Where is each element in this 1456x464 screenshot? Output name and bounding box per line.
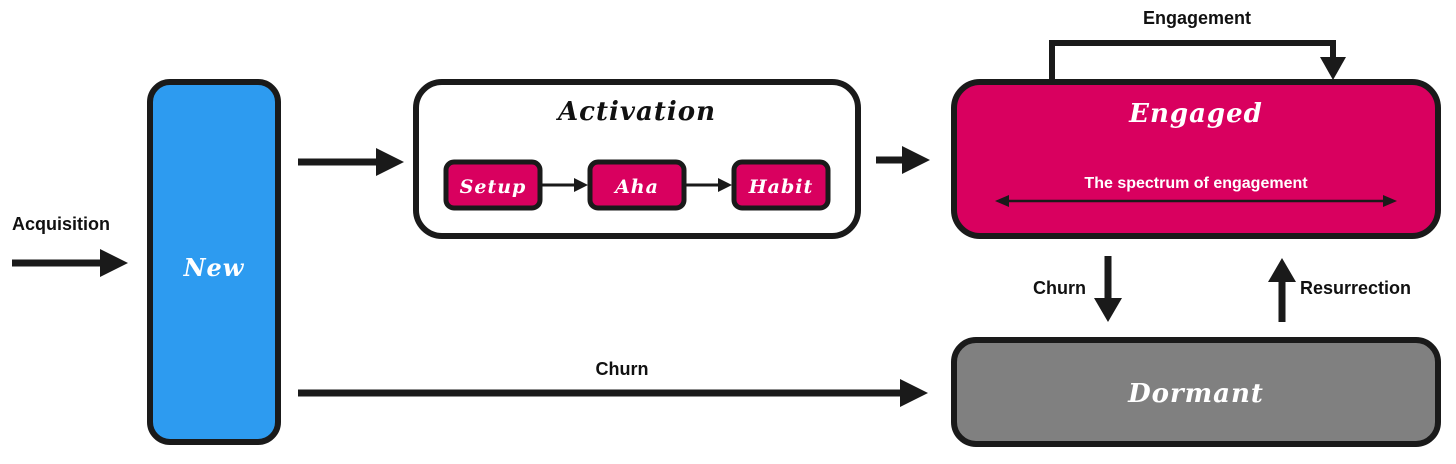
dormant-to-engaged-arrow <box>1268 258 1296 322</box>
engaged-box <box>951 79 1441 239</box>
aha-to-habit-arrow <box>686 178 732 192</box>
activation-label: Activation <box>555 97 716 127</box>
dormant-box <box>951 337 1441 447</box>
engagement-loop-arrow <box>1049 40 1346 82</box>
setup-to-aha-arrow <box>542 178 588 192</box>
resurrection-label: Resurrection <box>1300 278 1411 298</box>
new-to-activation-arrow <box>298 148 404 176</box>
spectrum-double-arrow <box>995 195 1397 207</box>
churn-bottom-label: Churn <box>596 359 649 379</box>
new-box <box>147 79 281 445</box>
habit-box <box>731 159 831 211</box>
aha-label: Aha <box>613 176 659 198</box>
new-to-dormant-arrow <box>298 379 928 407</box>
spectrum-label: The spectrum of engagement <box>1084 175 1308 192</box>
acquisition-label: Acquisition <box>12 214 110 234</box>
new-label: New <box>183 253 245 282</box>
activation-to-engaged-arrow <box>876 146 930 174</box>
acquisition-arrow <box>12 249 128 277</box>
churn-right-label: Churn <box>1033 278 1086 298</box>
habit-label: Habit <box>748 176 814 198</box>
aha-box <box>587 159 687 211</box>
engaged-to-dormant-arrow <box>1094 256 1122 322</box>
engagement-label: Engagement <box>1143 8 1251 28</box>
setup-box <box>443 159 543 211</box>
dormant-label: Dormant <box>1127 379 1264 409</box>
engaged-label: Engaged <box>1128 99 1263 129</box>
setup-label: Setup <box>460 176 527 198</box>
